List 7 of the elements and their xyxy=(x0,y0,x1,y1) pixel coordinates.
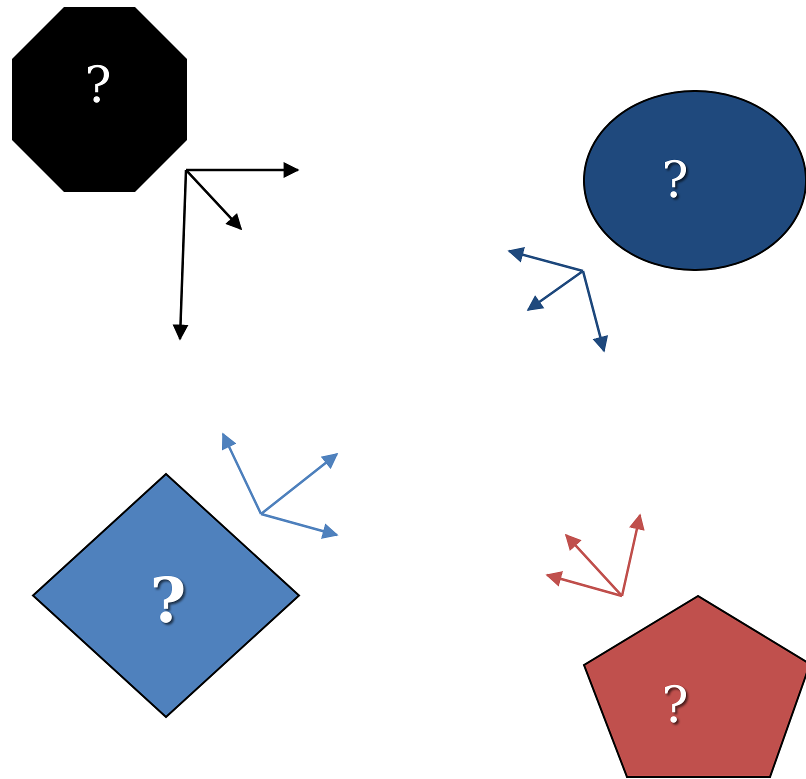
question-mark: ? xyxy=(84,60,112,110)
diamond-shape xyxy=(33,474,299,717)
question-mark: ? xyxy=(150,570,186,632)
question-mark: ? xyxy=(662,680,688,730)
question-mark: ? xyxy=(662,155,688,205)
octagon-shape xyxy=(12,7,187,192)
pentagon-shape xyxy=(584,596,806,778)
